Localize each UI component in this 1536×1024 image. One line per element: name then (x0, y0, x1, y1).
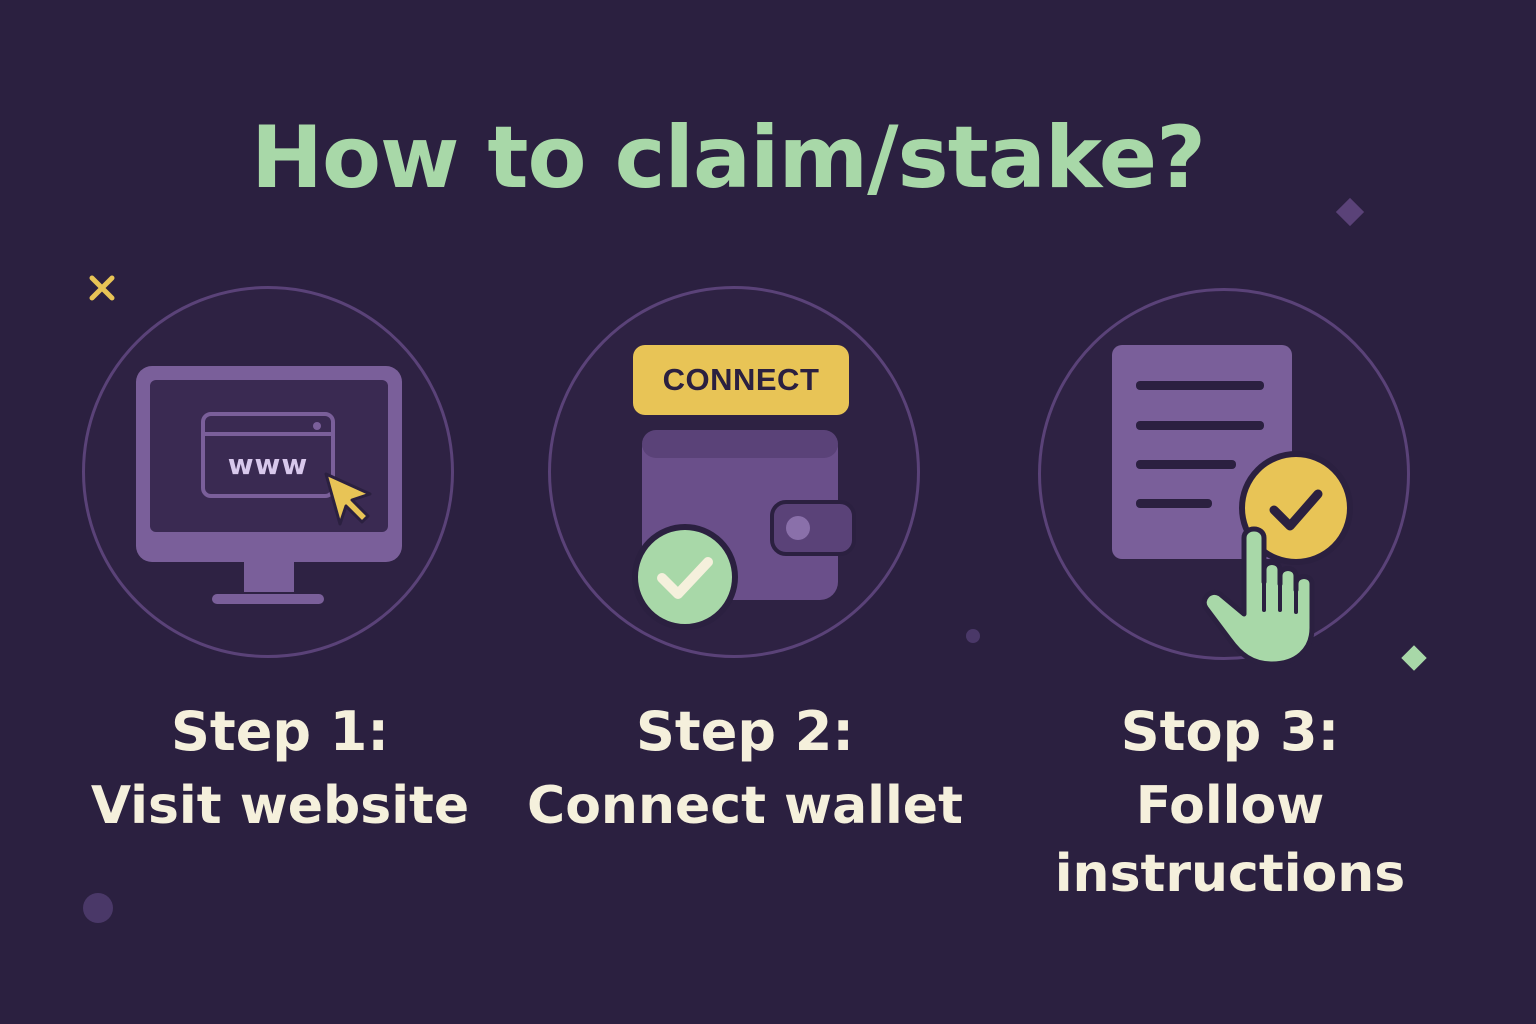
connect-button[interactable]: CONNECT (633, 345, 849, 415)
x-mark-icon (89, 275, 115, 301)
diamond-icon (1401, 645, 1427, 671)
step-1-text: Step 1: Visit website (50, 700, 510, 840)
check-circle-icon (632, 524, 738, 630)
step-3-text: Stop 3: Follow instructions (1000, 700, 1460, 908)
diamond-icon (1335, 197, 1365, 227)
step-1-description: Visit website (90, 776, 470, 836)
dot-icon (966, 629, 980, 643)
step-2-label: Step 2: (636, 700, 854, 763)
browser-url-text: www (227, 448, 309, 481)
step-1-label: Step 1: (171, 700, 389, 763)
page-title: How to claim/stake? (250, 108, 1206, 208)
step-2-description: Connect wallet (527, 776, 963, 836)
step-3-description-line1: Follow (1135, 776, 1325, 836)
step-3-label: Stop 3: (1120, 700, 1340, 763)
step-2-text: Step 2: Connect wallet (515, 700, 975, 840)
step-3-description-line2: instructions (1054, 844, 1406, 904)
pointing-hand-icon (1201, 526, 1315, 667)
dot-icon (83, 893, 113, 923)
cursor-icon (324, 472, 372, 526)
check-circle-icon (1239, 451, 1353, 565)
